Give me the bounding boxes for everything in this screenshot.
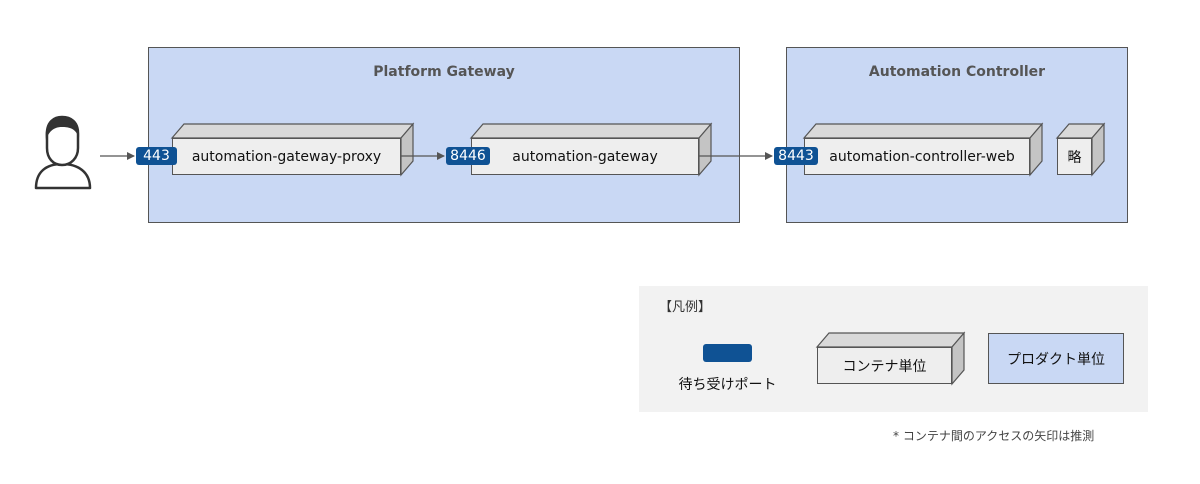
product-title-automation-controller: Automation Controller [868,64,1046,80]
port-443: 443 [136,147,177,165]
container-gateway: automation-gateway [471,138,699,175]
user-icon [34,115,92,190]
container-omitted-shape [1055,122,1106,177]
legend-container-shape [815,331,966,386]
legend-container: コンテナ単位 [817,347,952,384]
legend-title: 【凡例】 [659,300,712,315]
container-omitted: 略 [1057,138,1092,175]
legend-product: プロダクト単位 [988,333,1124,384]
legend-port-swatch [703,344,752,362]
port-8446: 8446 [446,147,490,165]
container-gateway-proxy: automation-gateway-proxy [172,138,401,175]
container-gateway-proxy-label: automation-gateway-proxy [191,148,382,165]
container-controller-web: automation-controller-web [804,138,1030,175]
container-omitted-label: 略 [1067,149,1082,166]
port-8443: 8443 [774,147,818,165]
legend-container-label: コンテナ単位 [842,358,927,375]
container-gateway-label: automation-gateway [512,148,658,165]
product-title-platform-gateway: Platform Gateway [373,64,515,80]
legend-product-label: プロダクト単位 [1007,351,1105,368]
container-controller-web-shape [802,122,1044,177]
legend-port-label: 待ち受けポート [678,377,777,393]
container-controller-web-label: automation-controller-web [829,148,1015,165]
footnote: * コンテナ間のアクセスの矢印は推測 [893,429,1095,443]
